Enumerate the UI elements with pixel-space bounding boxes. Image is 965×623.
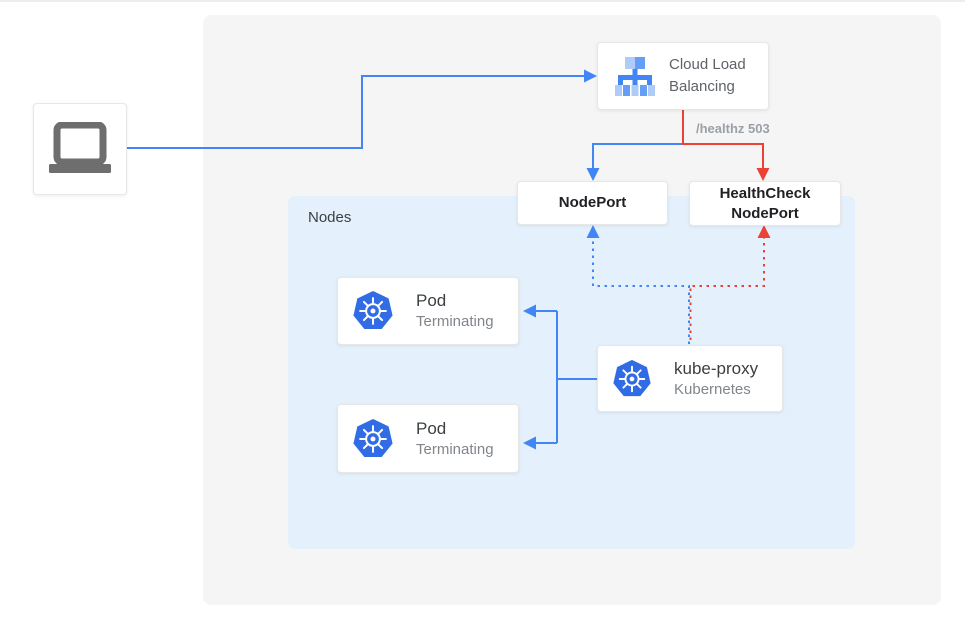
nodeport-label: NodePort	[558, 194, 627, 211]
pod-title: Pod	[416, 291, 447, 310]
cloud-load-balancing-node: Cloud Load Balancing	[597, 42, 769, 110]
pod-status: Terminating	[416, 440, 494, 458]
pod-title: Pod	[416, 418, 447, 438]
healthz-status-label: /healthz 503	[696, 121, 770, 136]
healthcheck-nodeport-label: HealthCheck NodePort	[719, 184, 811, 222]
pod-node-2: Pod Terminating	[337, 404, 519, 473]
nodes-group-label: Nodes	[308, 209, 352, 226]
healthcheck-nodeport-node: HealthCheck NodePort	[689, 181, 841, 226]
kubernetes-icon	[352, 418, 394, 460]
kubernetes-icon	[352, 290, 394, 332]
top-divider	[0, 0, 965, 2]
pod-status: Terminating	[416, 313, 494, 330]
kube-proxy-title: kube-proxy	[674, 358, 759, 378]
laptop-icon	[49, 122, 111, 173]
load-balancer-icon	[615, 57, 655, 96]
kubernetes-icon	[612, 359, 652, 399]
cloud-load-balancing-label: Cloud Load Balancing	[669, 56, 746, 95]
client-node	[33, 103, 127, 195]
pod-node-1: Pod Terminating	[337, 277, 519, 345]
kube-proxy-subtitle: Kubernetes	[674, 380, 751, 398]
kube-proxy-node: kube-proxy Kubernetes	[597, 345, 783, 412]
nodeport-node: NodePort	[517, 181, 668, 225]
